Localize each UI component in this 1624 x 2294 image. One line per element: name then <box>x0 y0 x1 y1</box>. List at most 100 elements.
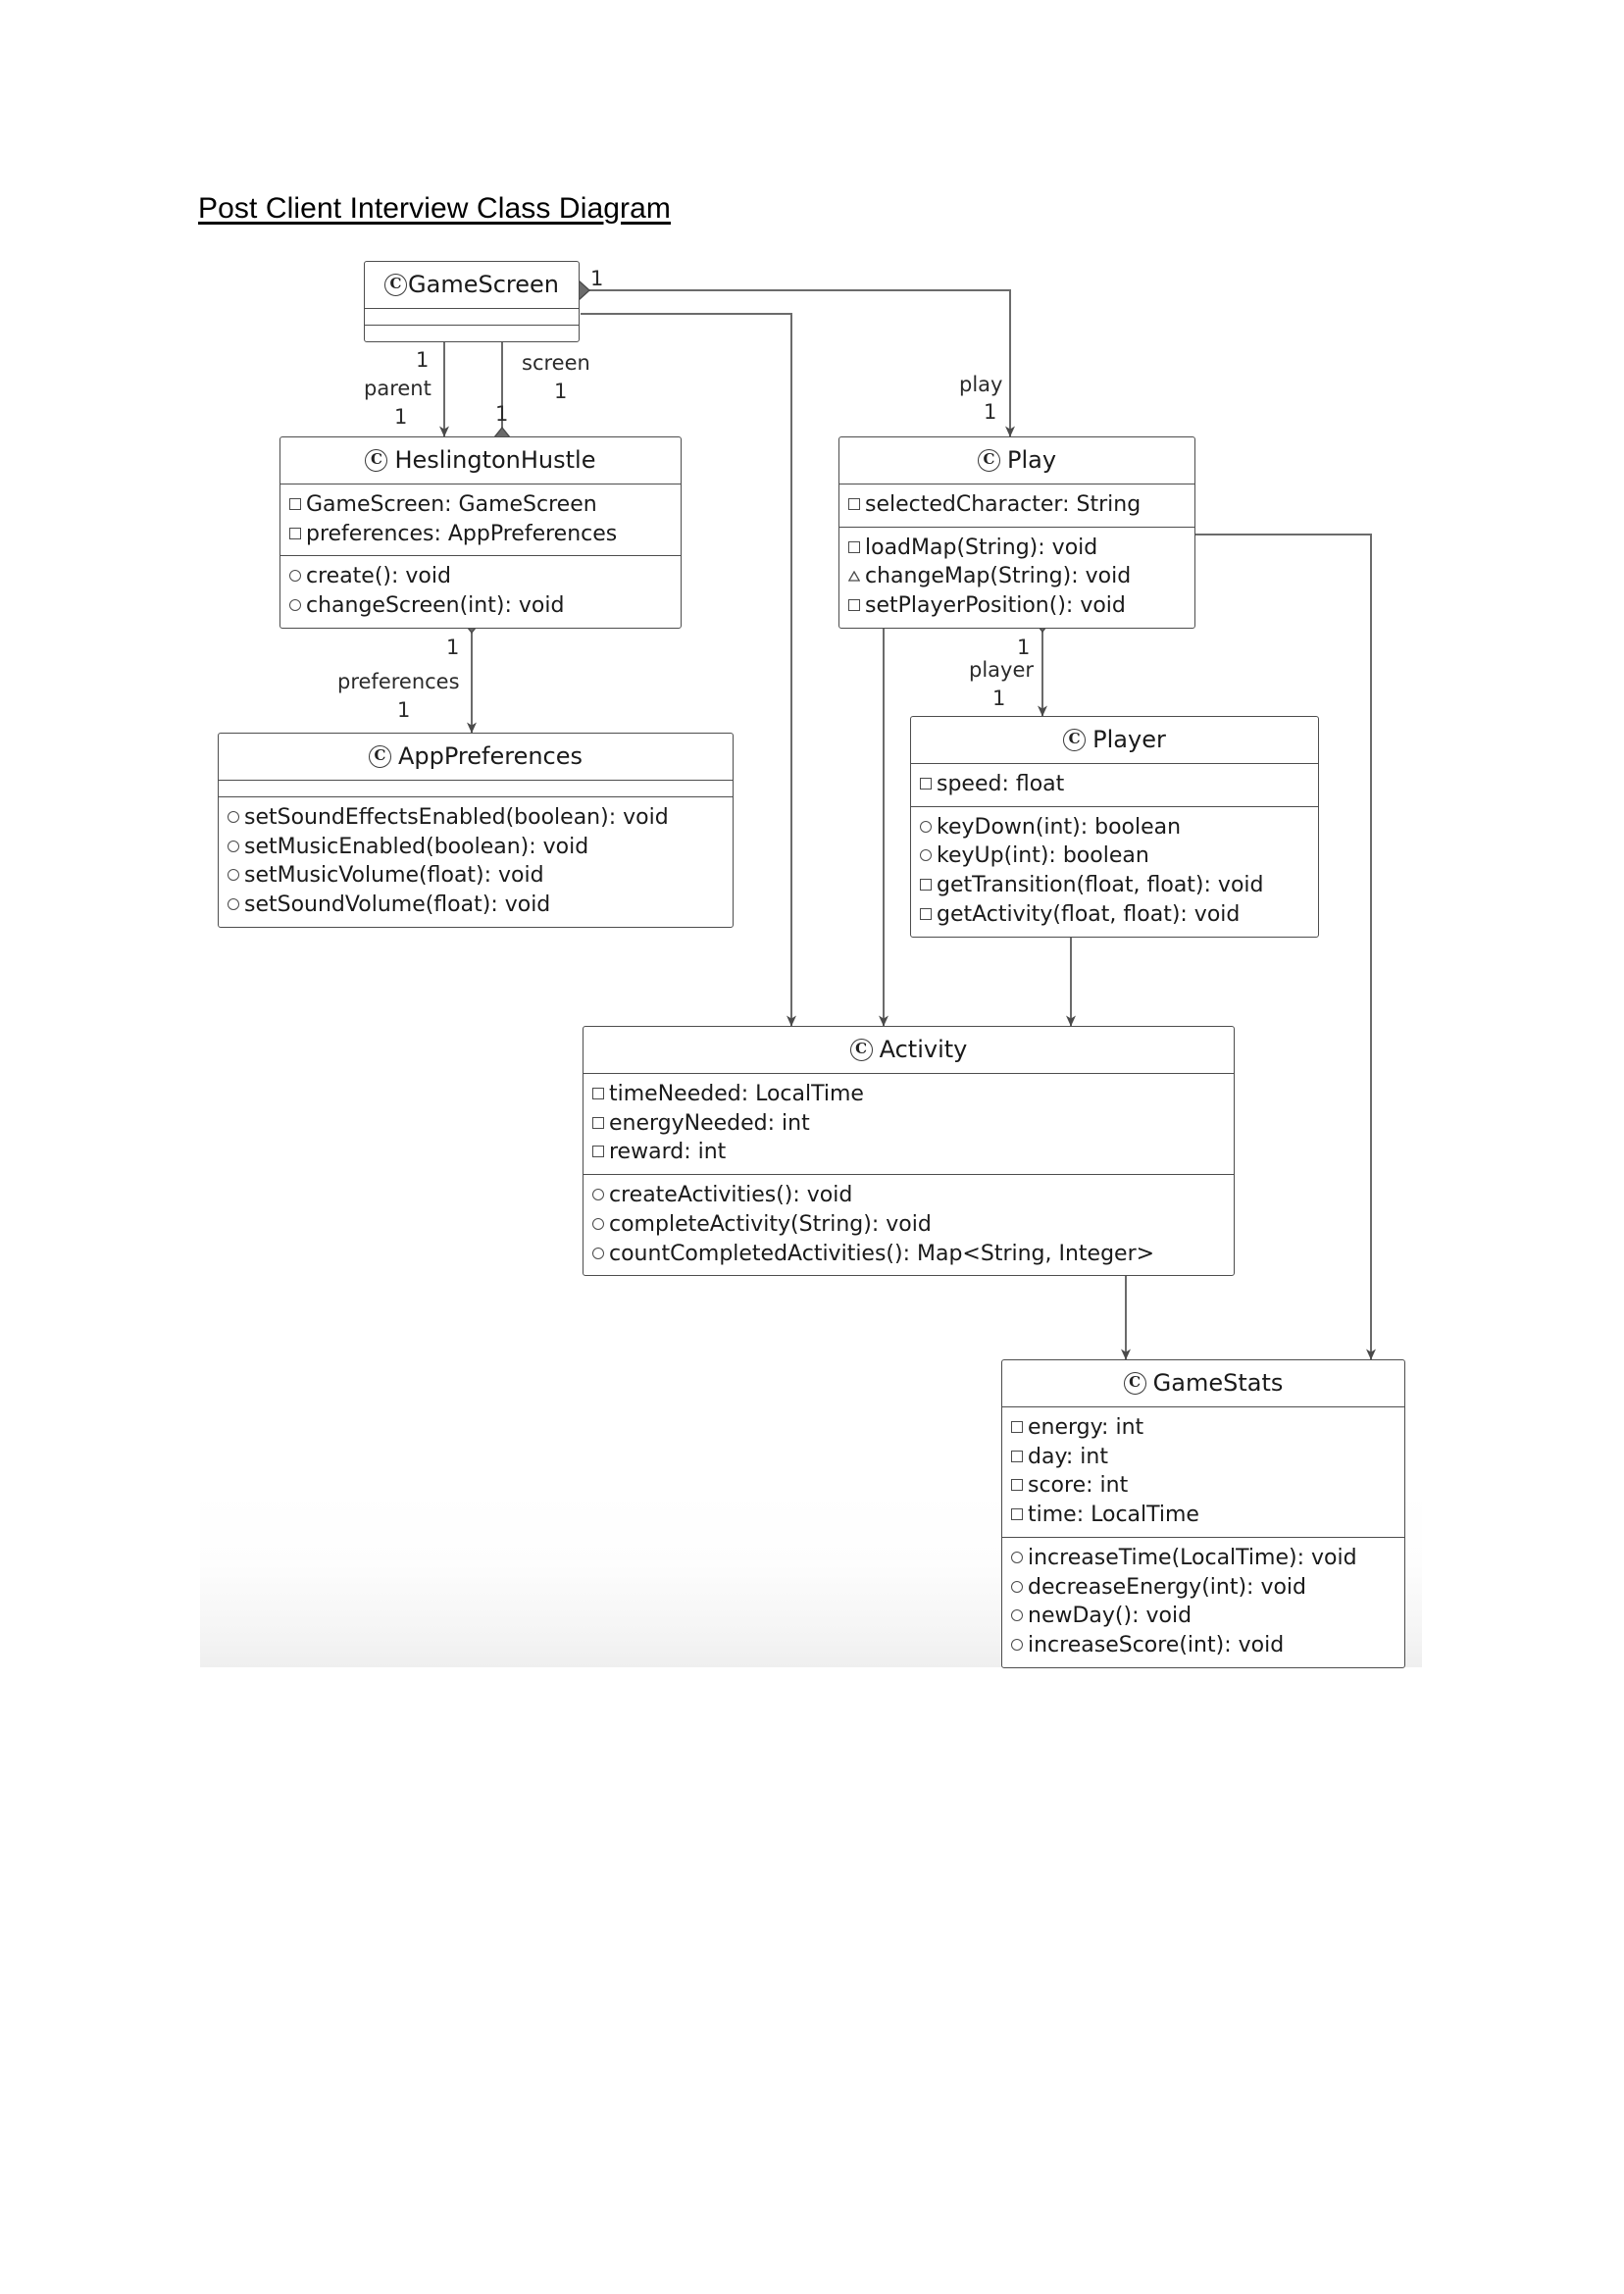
attribute-row: energyNeeded: int <box>584 1109 1234 1139</box>
attributes-compartment: speed: float <box>911 763 1318 806</box>
method-text: increaseTime(LocalTime): void <box>1028 1545 1357 1570</box>
attribute-text: speed: float <box>937 772 1065 796</box>
method-text: changeMap(String): void <box>865 564 1132 589</box>
methods-compartment: loadMap(String): void changeMap(String):… <box>839 526 1194 628</box>
label-screen-role: screen <box>522 351 590 375</box>
method-text: keyUp(int): boolean <box>937 843 1149 869</box>
visibility-package-icon <box>920 871 937 898</box>
attributes-compartment: timeNeeded: LocalTime energyNeeded: int … <box>584 1073 1234 1174</box>
attributes-compartment: energy: int day: int score: int time: Lo… <box>1002 1406 1404 1537</box>
method-row: createActivities(): void <box>584 1181 1234 1210</box>
class-name: GameStats <box>1152 1369 1284 1397</box>
label-preferences-multiplicity-far: 1 <box>397 698 411 722</box>
visibility-public-icon <box>228 891 244 918</box>
attribute-text: energyNeeded: int <box>609 1110 810 1136</box>
label-play-role: play <box>959 373 1003 396</box>
class-name: HeslingtonHustle <box>394 446 596 474</box>
visibility-public-icon <box>920 813 937 841</box>
class-box-gamescreen[interactable]: C GameScreen <box>364 261 580 342</box>
visibility-package-icon <box>920 770 937 797</box>
assoc-gamescreen-activity <box>581 313 796 1027</box>
class-title-player: C Player <box>911 717 1318 763</box>
method-row: decreaseEnergy(int): void <box>1002 1573 1404 1603</box>
method-text: setPlayerPosition(): void <box>865 593 1126 619</box>
visibility-package-icon <box>592 1109 609 1137</box>
attribute-row: selectedCharacter: String <box>839 490 1194 520</box>
methods-compartment: keyDown(int): boolean keyUp(int): boolea… <box>911 805 1318 937</box>
attributes-compartment <box>219 780 733 796</box>
class-stereotype-icon: C <box>849 1038 873 1061</box>
visibility-public-icon <box>1011 1573 1028 1601</box>
visibility-public-icon <box>289 562 306 589</box>
label-parent-multiplicity-far: 1 <box>394 405 408 429</box>
method-row: getTransition(float, float): void <box>911 871 1318 900</box>
label-player-multiplicity-near: 1 <box>1017 636 1031 659</box>
method-row: setPlayerPosition(): void <box>839 591 1194 621</box>
visibility-public-icon <box>592 1210 609 1238</box>
method-row: newDay(): void <box>1002 1602 1404 1631</box>
class-box-play[interactable]: C Play selectedCharacter: String loadMap… <box>838 436 1195 629</box>
label-player-role: player <box>969 658 1035 682</box>
visibility-package-icon <box>848 591 865 619</box>
class-title-apppreferences: C AppPreferences <box>219 734 733 780</box>
method-text: getActivity(float, float): void <box>937 901 1241 927</box>
method-text: keyDown(int): boolean <box>937 814 1182 840</box>
class-name: AppPreferences <box>397 742 584 770</box>
visibility-package-icon <box>1011 1413 1028 1441</box>
method-text: setMusicVolume(float): void <box>244 863 544 889</box>
visibility-public-icon <box>228 803 244 831</box>
class-box-activity[interactable]: C Activity timeNeeded: LocalTime energyN… <box>583 1026 1235 1277</box>
methods-compartment: createActivities(): void completeActivit… <box>584 1174 1234 1275</box>
attributes-compartment: selectedCharacter: String <box>839 484 1194 527</box>
attribute-text: score: int <box>1028 1473 1129 1499</box>
label-parent-multiplicity-near: 1 <box>416 348 430 372</box>
label-player-multiplicity-far: 1 <box>992 687 1006 710</box>
attribute-row: day: int <box>1002 1443 1404 1472</box>
method-text: countCompletedActivities(): Map<String, … <box>609 1241 1155 1266</box>
method-row: keyUp(int): boolean <box>911 841 1318 871</box>
methods-compartment: increaseTime(LocalTime): void decreaseEn… <box>1002 1536 1404 1667</box>
method-row: setMusicEnabled(boolean): void <box>219 833 733 862</box>
method-row: loadMap(String): void <box>839 534 1194 563</box>
method-text: increaseScore(int): void <box>1028 1633 1285 1658</box>
class-title-play: C Play <box>839 437 1194 484</box>
class-stereotype-icon: C <box>384 273 408 296</box>
visibility-package-icon <box>592 1080 609 1107</box>
method-text: decreaseEnergy(int): void <box>1028 1574 1307 1600</box>
class-box-heslingtonhustle[interactable]: C HeslingtonHustle GameScreen: GameScree… <box>279 436 682 629</box>
visibility-public-icon <box>920 841 937 869</box>
attribute-row: GameScreen: GameScreen <box>280 490 681 520</box>
attribute-row: time: LocalTime <box>1002 1501 1404 1530</box>
class-box-gamestats[interactable]: C GameStats energy: int day: int score: … <box>1001 1359 1405 1668</box>
class-box-player[interactable]: C Player speed: float keyDown(int): bool… <box>910 716 1319 938</box>
class-stereotype-icon: C <box>977 448 1000 472</box>
attribute-row: preferences: AppPreferences <box>280 520 681 549</box>
class-name: Play <box>1006 446 1057 474</box>
method-row: changeScreen(int): void <box>280 591 681 621</box>
visibility-public-icon <box>1011 1544 1028 1571</box>
method-row: increaseScore(int): void <box>1002 1631 1404 1660</box>
visibility-package-icon <box>1011 1501 1028 1528</box>
label-gamescreen-multiplicity: 1 <box>590 267 604 290</box>
label-screen-multiplicity-near: 1 <box>495 402 509 426</box>
method-row: setSoundVolume(float): void <box>219 891 733 920</box>
method-text: setSoundEffectsEnabled(boolean): void <box>244 805 669 830</box>
label-play-multiplicity: 1 <box>984 400 997 424</box>
class-title-gamescreen: C GameScreen <box>365 262 579 308</box>
method-row: increaseTime(LocalTime): void <box>1002 1544 1404 1573</box>
visibility-package-icon <box>289 490 306 518</box>
methods-compartment: create(): void changeScreen(int): void <box>280 555 681 627</box>
class-title-activity: C Activity <box>584 1027 1234 1073</box>
class-box-apppreferences[interactable]: C AppPreferences setSoundEffectsEnabled(… <box>218 733 734 928</box>
visibility-package-icon <box>289 520 306 547</box>
attributes-compartment <box>365 308 579 325</box>
methods-compartment <box>365 325 579 341</box>
method-text: newDay(): void <box>1028 1604 1193 1629</box>
method-row: countCompletedActivities(): Map<String, … <box>584 1240 1234 1269</box>
visibility-public-icon <box>228 833 244 860</box>
class-title-heslingtonhustle: C HeslingtonHustle <box>280 437 681 484</box>
method-row: create(): void <box>280 562 681 591</box>
class-stereotype-icon: C <box>368 744 391 768</box>
visibility-public-icon <box>1011 1631 1028 1658</box>
visibility-public-icon <box>592 1181 609 1208</box>
